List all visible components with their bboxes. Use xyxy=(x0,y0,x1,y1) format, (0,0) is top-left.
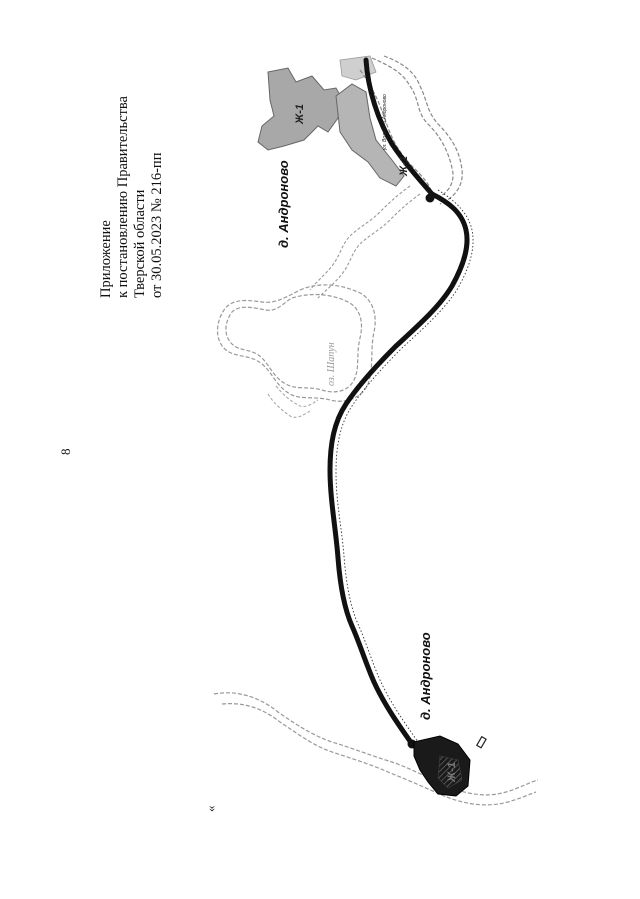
road-main-dotted-edge xyxy=(335,189,474,743)
header-line-1: Приложение xyxy=(98,220,114,298)
quote-mark: « xyxy=(203,805,218,813)
small-building xyxy=(475,735,487,749)
lake-label: оз. Шапун xyxy=(326,342,337,386)
road-main xyxy=(327,191,470,747)
zone-area-south-hatch xyxy=(437,755,463,789)
zone-area-north-3 xyxy=(339,55,377,81)
village-label-north: д. Андроново xyxy=(276,160,291,248)
document-header: Приложение к постановлению Правительства… xyxy=(98,96,166,298)
stream xyxy=(309,185,421,299)
road-north-segment xyxy=(363,57,435,197)
zone-area-north xyxy=(257,67,345,151)
zone-label-south: Ж-1 xyxy=(446,762,458,782)
lake-outflow xyxy=(267,385,319,418)
header-line-4: от 30.05.2023 № 216-пп xyxy=(149,152,165,298)
river-north xyxy=(359,55,463,205)
river-south xyxy=(213,692,539,806)
lake-shapun xyxy=(216,284,376,402)
zone-label-north: Ж-1 xyxy=(294,104,306,124)
header-line-2: к постановлению Правительства xyxy=(115,96,131,298)
zone-area-north-2 xyxy=(335,83,405,187)
zone-label-road: Ж-1 xyxy=(398,156,410,176)
header-line-3: Тверской области xyxy=(132,189,148,298)
village-label-south: д. Андроново xyxy=(418,632,433,720)
page-number: 8 xyxy=(58,448,73,456)
road-label: ул. Волки - д.Андроново xyxy=(382,94,388,150)
village-marker-north xyxy=(425,193,435,203)
